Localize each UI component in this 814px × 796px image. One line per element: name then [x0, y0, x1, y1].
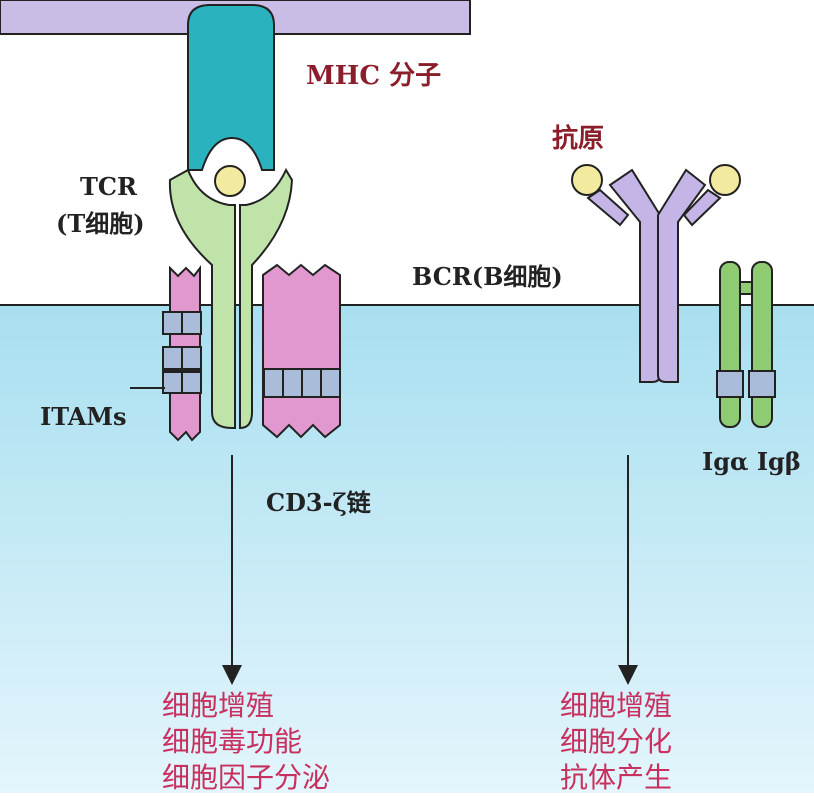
- antigen-circle: [709, 164, 741, 196]
- antigen-peptide: [214, 165, 246, 197]
- cd3-right-chain: [262, 263, 341, 439]
- itam-box: [716, 370, 744, 398]
- itams-label: ITAMs: [40, 402, 127, 431]
- itam-box: [748, 370, 776, 398]
- cd3-left-chain: [162, 265, 202, 442]
- antigen-circle: [571, 164, 603, 196]
- tcell-outcome-1: 细胞增殖: [162, 689, 275, 722]
- bcell-outcome-2: 细胞分化: [560, 725, 673, 758]
- cell-cytoplasm: [0, 305, 814, 793]
- cd3-zeta-label: CD3-ζ链: [266, 488, 371, 517]
- bcr-antibody: [586, 168, 722, 383]
- tcr-label: TCR: [80, 172, 137, 201]
- mhc-label: MHC 分子: [306, 61, 442, 91]
- tcell-outcome-2: 细胞毒功能: [162, 725, 303, 758]
- ig-alpha-beta-label: Igα Igβ: [702, 447, 801, 476]
- bcell-outcome-3: 抗体产生: [560, 761, 673, 794]
- bcell-outcome-1: 细胞增殖: [560, 689, 673, 722]
- bcr-label: BCR(B细胞): [412, 262, 563, 291]
- tcr-receptor: [168, 167, 294, 430]
- mhc-molecule: [187, 4, 275, 171]
- antigen-label: 抗原: [552, 124, 605, 154]
- tcell-outcome-3: 细胞因子分泌: [162, 761, 331, 794]
- tcr-cell-label: (T细胞): [56, 209, 145, 238]
- ig-alpha-beta: [716, 261, 776, 428]
